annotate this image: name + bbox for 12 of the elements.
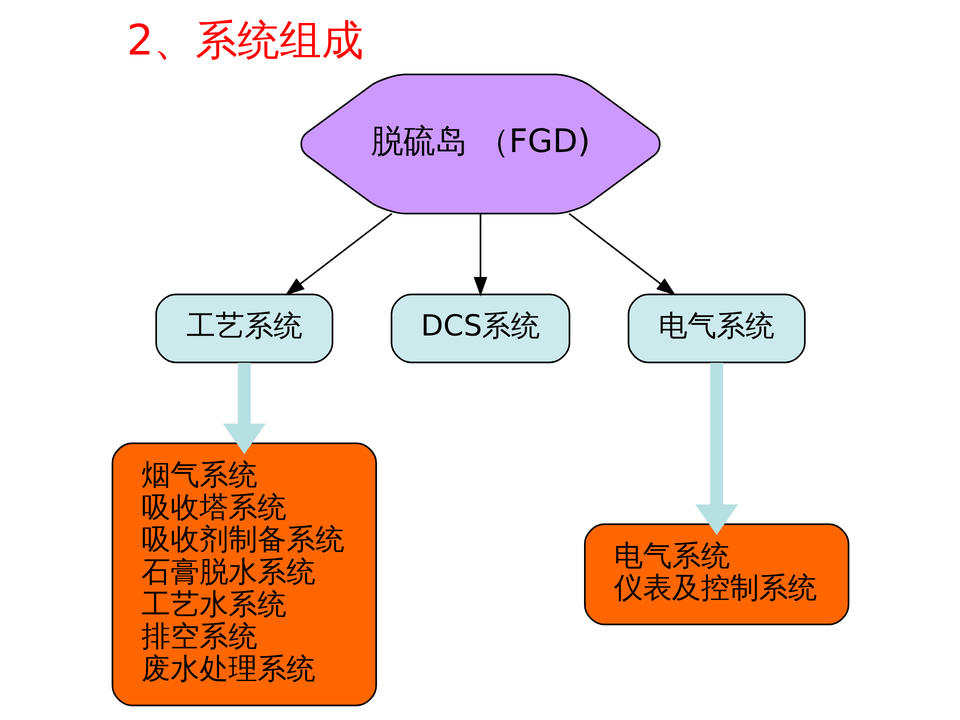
node-ellipse: 脱硫岛 （FGD) bbox=[300, 74, 660, 214]
arrow bbox=[222, 362, 266, 454]
node-box: 电气系统 bbox=[627, 294, 806, 364]
arrow bbox=[473, 214, 487, 296]
node-box: DCS系统 bbox=[390, 294, 570, 364]
arrow bbox=[568, 212, 676, 296]
node-box: 电气系统 仪表及控制系统 bbox=[584, 523, 849, 626]
arrow bbox=[694, 362, 738, 536]
diagram-title: 2、系统组成 bbox=[126, 16, 364, 65]
arrow bbox=[284, 212, 392, 296]
node-box: 烟气系统 吸收塔系统 吸收剂制备系统 石膏脱水系统 工艺水系统 排空系统 废水处理系统 bbox=[111, 442, 376, 706]
node-box: 工艺系统 bbox=[154, 294, 333, 364]
